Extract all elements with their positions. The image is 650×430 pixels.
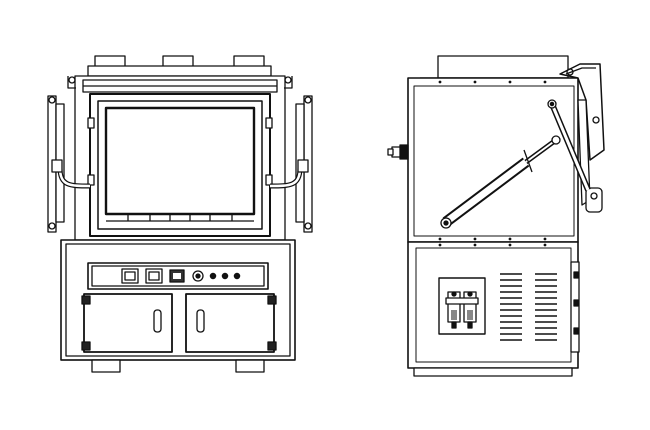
base-cabinet — [60, 239, 296, 373]
indicator-1 — [209, 272, 217, 280]
left-arm — [47, 95, 91, 233]
door-window — [104, 106, 256, 216]
side-base-cabinet — [407, 241, 580, 377]
side-top-box — [437, 55, 569, 79]
right-arm — [269, 95, 313, 233]
indicator-3 — [233, 272, 241, 280]
right-door-handle — [196, 309, 205, 333]
indicator-2 — [221, 272, 229, 280]
gas-spring — [440, 99, 591, 229]
side-view — [387, 55, 605, 377]
left-door-handle — [153, 309, 162, 333]
vent-louvres-left — [500, 273, 522, 341]
vent-louvres-right — [535, 273, 557, 341]
upper-body — [67, 75, 293, 241]
filter-regulator-panel — [438, 277, 486, 335]
knob — [192, 270, 204, 282]
top-vents — [87, 55, 272, 77]
front-view — [47, 55, 313, 373]
